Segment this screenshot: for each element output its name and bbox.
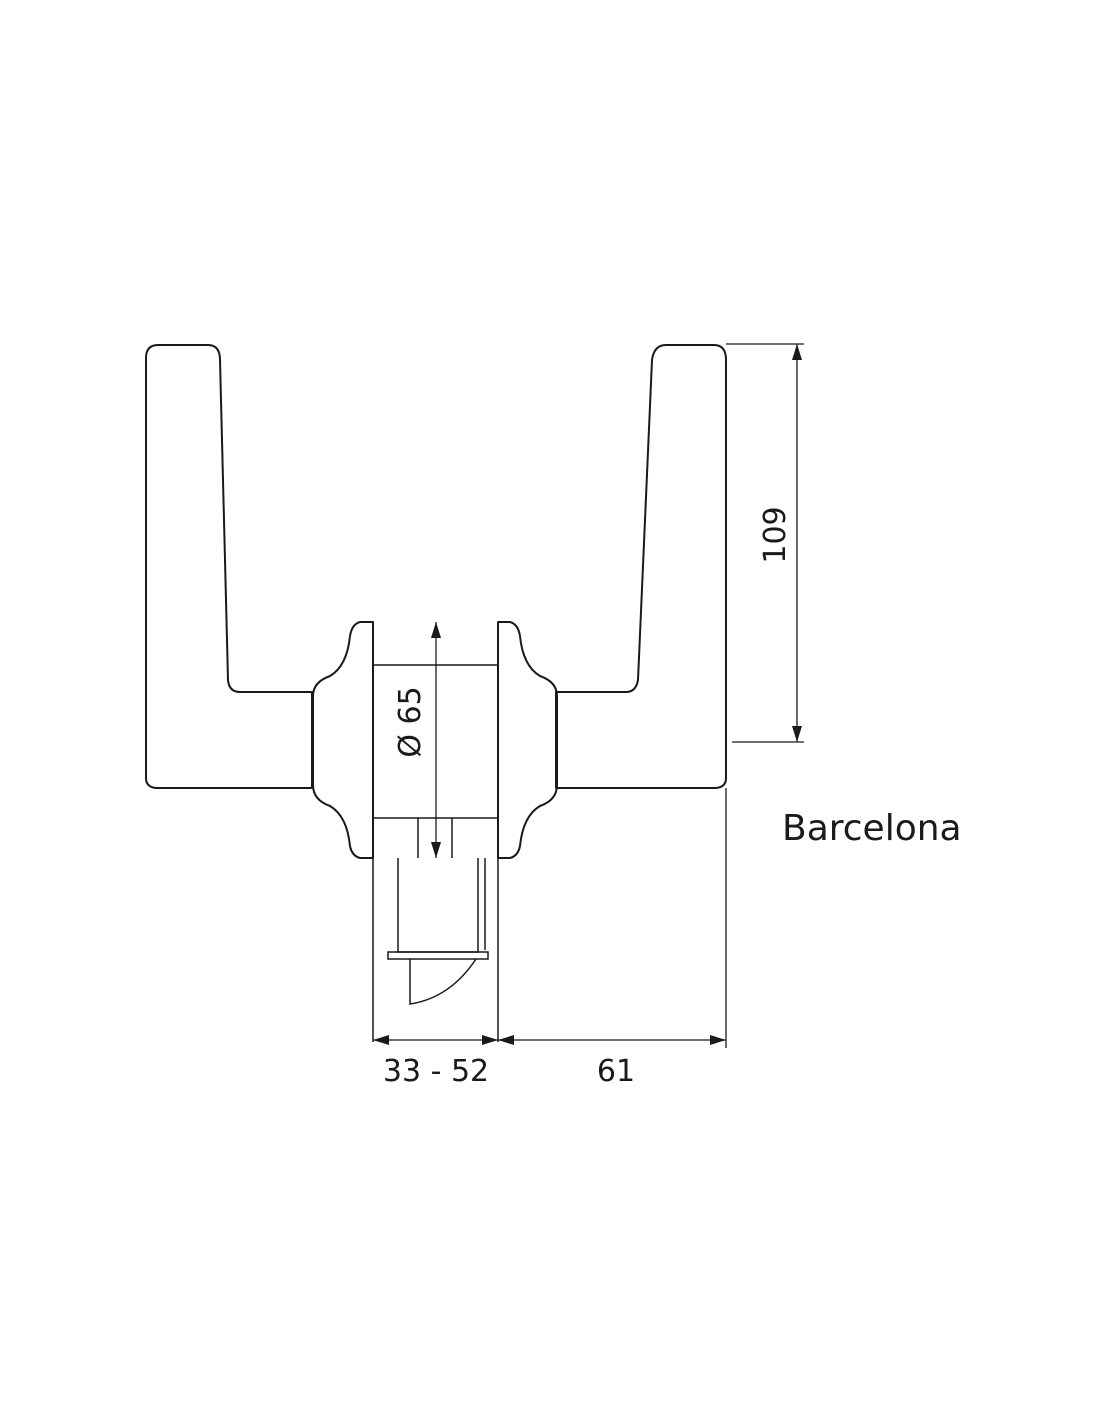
right-lever-handle: [555, 344, 727, 789]
door-section: [372, 622, 499, 1042]
height-dimension: [726, 343, 804, 743]
horizontal-dimensions: [373, 788, 727, 1048]
left-rose: [312, 621, 374, 859]
diameter-dimension-label: Ø 65: [393, 686, 428, 757]
product-name: Barcelona: [782, 808, 962, 849]
door-thickness-label: 33 - 52: [383, 1054, 489, 1089]
latch: [387, 858, 489, 1005]
height-dimension-label: 109: [758, 506, 793, 563]
projection-label: 61: [597, 1054, 635, 1089]
diameter-dimension: [431, 622, 441, 858]
left-lever-handle: [145, 344, 313, 789]
right-rose: [497, 621, 558, 859]
